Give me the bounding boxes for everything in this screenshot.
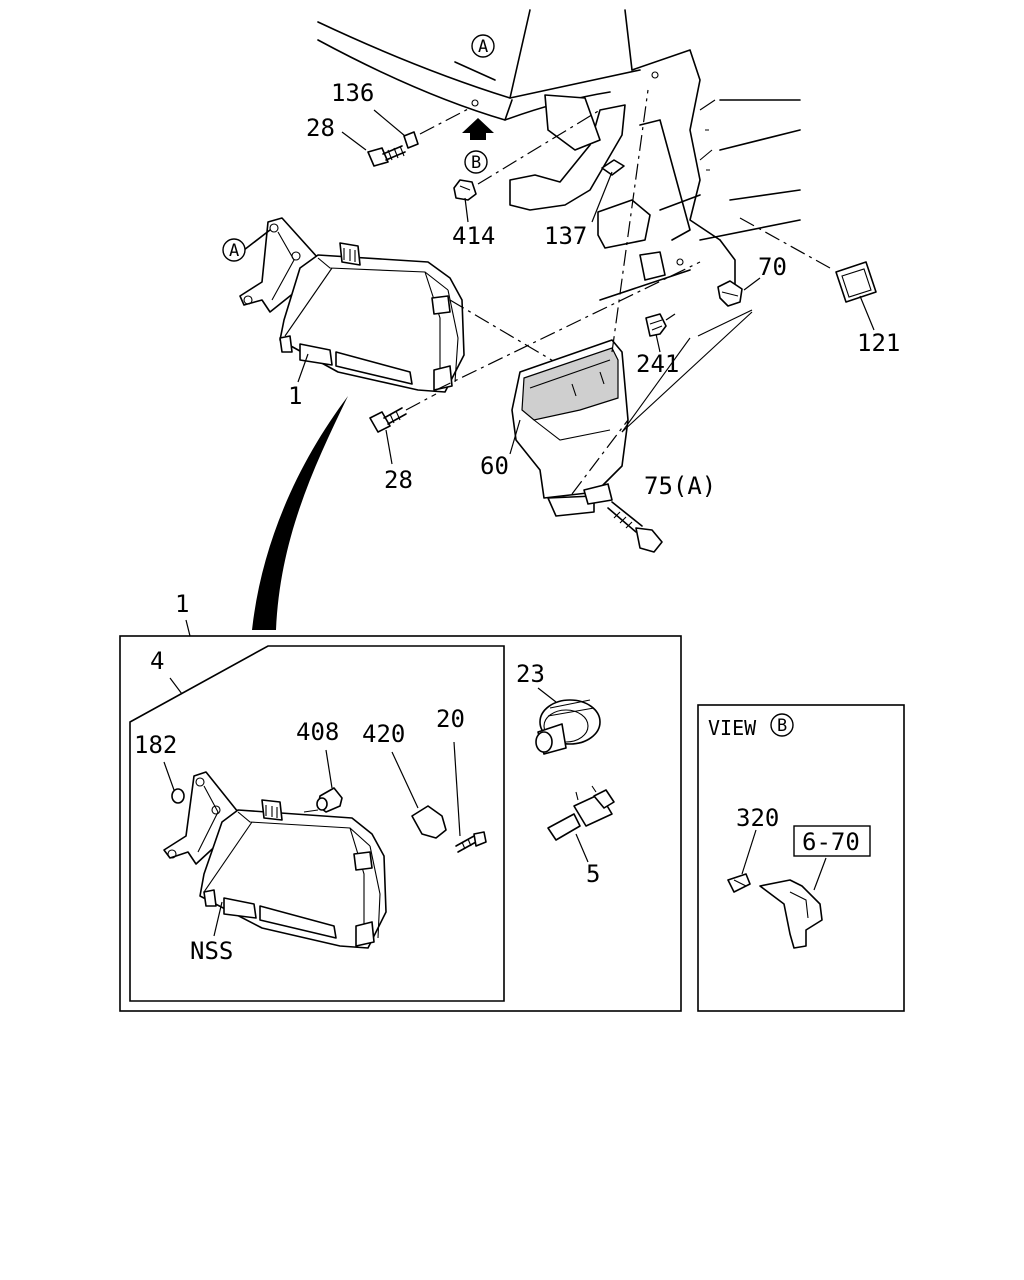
o-ring-182 — [163, 761, 185, 804]
bolt-75a — [607, 501, 663, 553]
headlamp-assembly-upper — [239, 217, 701, 393]
callout-5: 5 — [586, 860, 600, 888]
callout-408: 408 — [296, 718, 339, 746]
cap-420 — [391, 751, 447, 839]
nut-70 — [717, 280, 743, 307]
callout-70: 70 — [758, 253, 787, 281]
grommet-121 — [739, 217, 877, 303]
callout-60: 60 — [480, 452, 509, 480]
bulb-5 — [547, 785, 615, 863]
lamp-unit-23 — [535, 687, 601, 755]
callout-414: 414 — [452, 222, 495, 250]
callout-136: 136 — [331, 79, 374, 107]
turn-signal-lamp-60 — [511, 89, 649, 517]
callout-182: 182 — [134, 731, 177, 759]
callout-4: 4 — [150, 647, 164, 675]
bolt-28-top — [367, 145, 406, 167]
bracket-detail — [759, 857, 827, 949]
clip-320-detail — [727, 829, 757, 893]
callout-1-upper: 1 — [288, 382, 302, 410]
callout-28-lower: 28 — [384, 466, 413, 494]
boxed-ref-6-70: 6-70 — [802, 828, 860, 856]
callout-420: 420 — [362, 720, 405, 748]
ref-a-lamp-letter: A — [229, 241, 239, 261]
callout-20: 20 — [436, 705, 465, 733]
detail-box-1 — [119, 619, 682, 1012]
bolt-28-lower — [369, 393, 437, 433]
callout-labels: 136 28 414 137 70 121 241 1 28 60 75(A) … — [134, 79, 900, 965]
ref-b-top-letter: B — [471, 153, 481, 173]
mounting-leaders — [621, 309, 753, 433]
headlamp-nss — [163, 771, 387, 949]
socket-408 — [303, 749, 343, 813]
ref-a-top-pointer: A — [454, 34, 496, 81]
clip-241 — [645, 313, 676, 337]
ref-a-top-letter: A — [478, 37, 488, 57]
ref-box-6-70 — [793, 825, 871, 857]
callout-320: 320 — [736, 804, 779, 832]
callout-241: 241 — [636, 350, 679, 378]
view-label: VIEW — [708, 716, 757, 740]
direction-arrow: B — [462, 118, 494, 174]
callout-nss: NSS — [190, 937, 233, 965]
callout-75a: 75(A) — [644, 472, 716, 500]
view-b-box: B — [697, 704, 905, 1012]
callout-28-top: 28 — [306, 114, 335, 142]
callout-1-box: 1 — [175, 590, 189, 618]
cab-body-outline — [317, 9, 801, 301]
callout-137: 137 — [544, 222, 587, 250]
ref-a-lamp: A — [222, 229, 271, 262]
screw-20 — [453, 741, 487, 853]
ref-b-view-letter: B — [777, 716, 787, 736]
callout-121: 121 — [857, 329, 900, 357]
clip-414 — [453, 109, 601, 201]
clip-137 — [601, 159, 625, 176]
callout-leaders-upper — [297, 109, 875, 465]
washer-136 — [403, 107, 471, 149]
callout-23: 23 — [516, 660, 545, 688]
detail-pointer-arrow — [252, 396, 348, 630]
